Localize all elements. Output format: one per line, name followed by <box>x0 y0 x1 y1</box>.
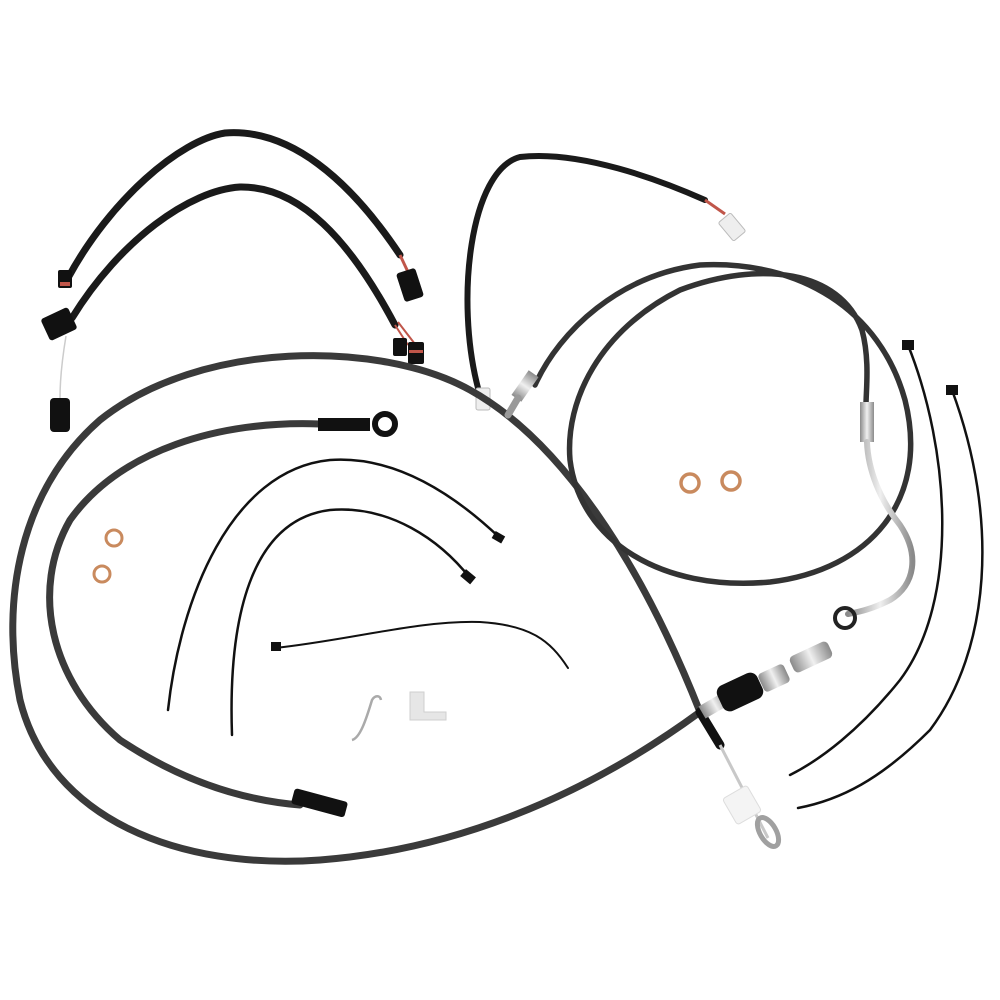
wiring-harness-upper <box>58 129 424 302</box>
braided-brake-line-loop <box>504 261 916 630</box>
black-zip-ties <box>166 340 984 810</box>
small-hardware <box>351 691 447 742</box>
braided-clutch-cable <box>9 352 833 865</box>
wiring-harness-lower <box>41 183 424 432</box>
braided-brake-line-banjo <box>46 411 398 818</box>
copper-crush-washers <box>92 470 742 584</box>
